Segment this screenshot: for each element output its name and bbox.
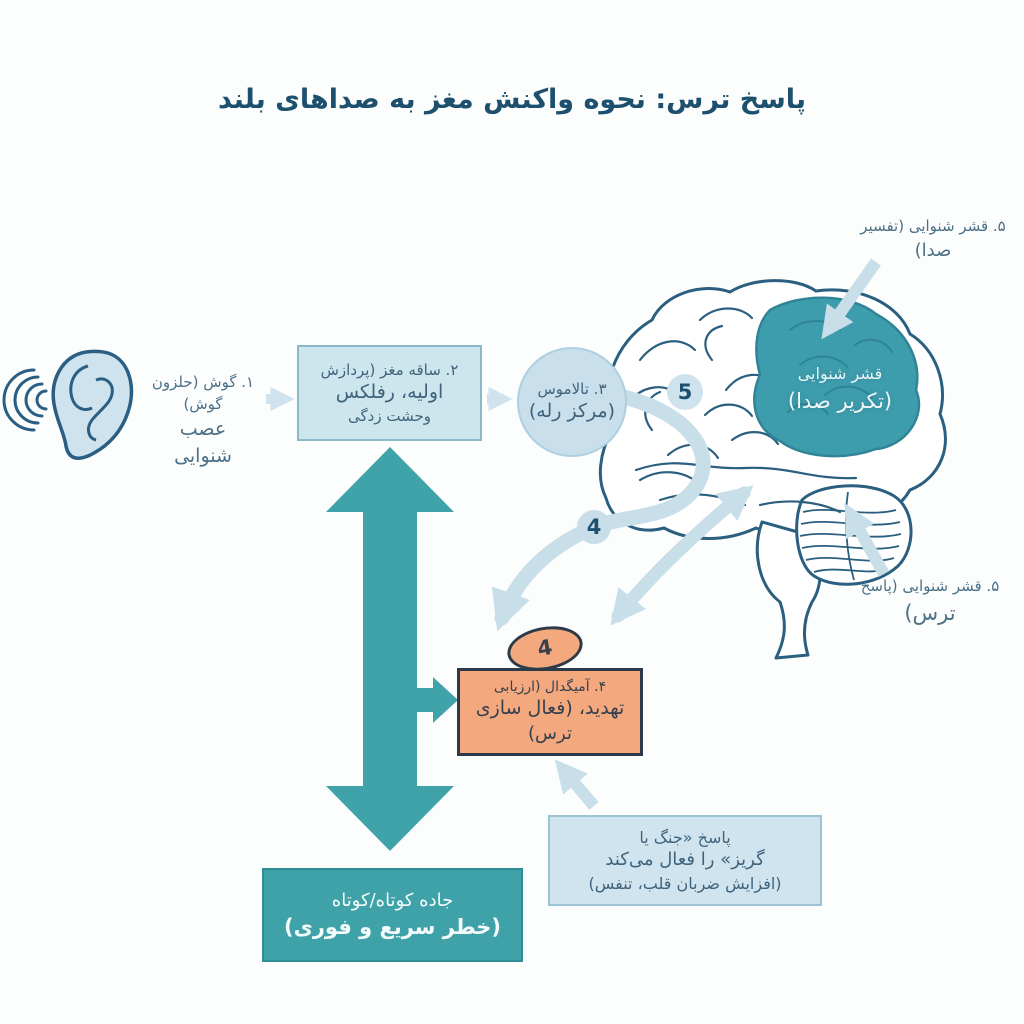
fight-flight-node: پاسخ «جنگ یا گریز» را فعال می‌کند (افزای… [548, 815, 822, 906]
amygdala-node: ۴. آمیگدال (ارزیابی تهدید، (فعال سازی تر… [457, 668, 643, 756]
short-road-node: جاده کوتاه/کوتاه (خطر سریع و فوری) [262, 868, 523, 962]
thalamus-line1: ۳. تالاموس [537, 380, 607, 399]
amygdala-line1: ۴. آمیگدال (ارزیابی [493, 678, 607, 695]
brainstem-line3: وحشت زدگی [348, 406, 431, 425]
cortex-interpretation-label: ۵. قشر شنوایی (تفسیر صدا) [852, 216, 1014, 264]
amygdala-line3: ترس) [528, 723, 572, 745]
brainstem-line2: اولیه، رفلکس [335, 381, 444, 404]
cortex-fear-label: ۵. قشر شنوایی (پاسخ ترس) [845, 576, 1015, 628]
auditory-cortex-line1: قشر شنوایی [797, 364, 883, 383]
fight-flight-line1: پاسخ «جنگ یا [639, 827, 731, 847]
amygdala-line2: تهدید، (فعال سازی [475, 697, 625, 720]
cortex-fear-line1: ۵. قشر شنوایی (پاسخ [860, 577, 1000, 595]
arrow-label-to-auditory-cortex [821, 258, 881, 340]
short-road-arrow [326, 447, 458, 851]
step-4-marker: 4 [577, 510, 611, 544]
fight-flight-line3: (افزایش ضربان قلب، تنفس) [588, 873, 782, 893]
arrow-label-to-cerebellum [844, 503, 890, 577]
short-road-branch-arrow [417, 677, 458, 723]
cortex-interpretation-line2: صدا) [914, 239, 952, 261]
short-road-line2: (خطر سریع و فوری) [283, 914, 502, 939]
cortex-fear-line2: ترس) [904, 600, 956, 625]
auditory-cortex-line2: (تکریر صدا) [787, 389, 893, 413]
thalamus-line2: (مرکز رله) [528, 400, 616, 423]
arrow-fightflight-to-amygdala [554, 759, 599, 810]
thalamus-node: ۳. تالاموس (مرکز رله) [517, 347, 627, 457]
auditory-cortex-label: قشر شنوایی (تکریر صدا) [762, 362, 918, 418]
sound-waves-icon [2, 368, 48, 432]
auditory-cortex-region [753, 296, 921, 458]
amygdala-badge-number: 4 [535, 635, 555, 662]
brainstem-node: ۲. ساقه مغز (پردازش اولیه، رفلکس وحشت زد… [297, 345, 482, 441]
ear-label-line2: عصب شنوایی [174, 417, 232, 468]
ear-icon [51, 349, 134, 460]
brainstem-line1: ۲. ساقه مغز (پردازش [320, 360, 459, 379]
short-road-line1: جاده کوتاه/کوتاه [331, 889, 454, 911]
fight-flight-line2: گریز» را فعال می‌کند [605, 849, 765, 871]
flow-arrows [266, 258, 890, 810]
cortex-interpretation-line1: ۵. قشر شنوایی (تفسیر [860, 217, 1006, 235]
diagram-title: پاسخ ترس: نحوه واکنش مغز به صداهای بلند [217, 84, 807, 115]
ear-label: ۱. گوش (حلزون گوش) عصب شنوایی [148, 372, 258, 471]
step-5-marker: 5 [667, 374, 703, 410]
ear-label-line1: ۱. گوش (حلزون گوش) [151, 373, 255, 413]
arrow-amygdala-cortex-double [610, 485, 754, 626]
